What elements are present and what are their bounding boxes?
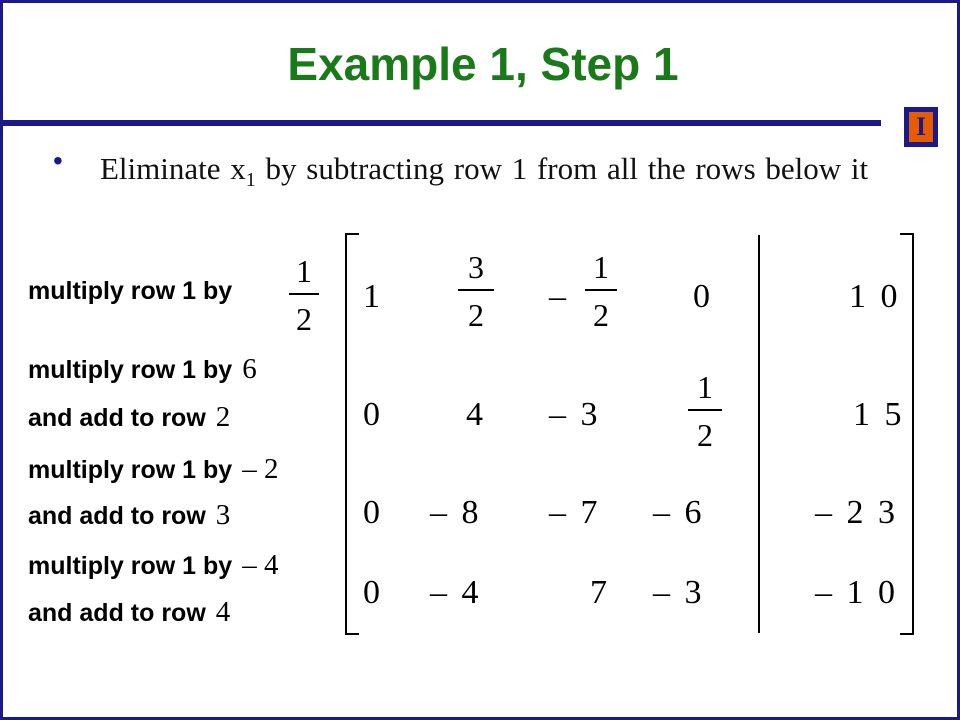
- frac-den: 2: [593, 297, 609, 333]
- op3-label: multiply row 1 by: [28, 456, 233, 484]
- matrix-cell: – 3: [653, 574, 705, 611]
- op4-line1: multiply row 1 by – 4: [28, 551, 278, 580]
- frac-num: 1: [593, 249, 609, 285]
- op1-label: multiply row 1 by: [28, 277, 233, 305]
- op2-label: multiply row 1 by: [28, 356, 233, 384]
- matrix-cell: – 8: [430, 494, 482, 531]
- op4-row: 4: [215, 596, 231, 628]
- bullet-text: Eliminate x1 by subtracting row 1 from a…: [100, 148, 870, 190]
- augment-divider: [758, 235, 760, 633]
- op2-row: 2: [215, 401, 231, 433]
- op2-add-label: and add to row: [28, 404, 206, 432]
- matrix-cell: 0: [363, 396, 383, 433]
- fraction-bar: [458, 289, 494, 291]
- slide-title: Example 1, Step 1: [287, 38, 679, 90]
- frac-den: 2: [468, 297, 484, 333]
- matrix-rhs: – 2 3: [815, 494, 898, 531]
- matrix-cell: 0: [693, 278, 713, 315]
- bullet-subscript: 1: [245, 169, 256, 192]
- title-divider: [3, 120, 881, 126]
- op2-factor: 6: [242, 353, 257, 385]
- matrix-rhs: 1 0: [849, 278, 901, 315]
- bullet-text-start: Eliminate x: [100, 151, 246, 186]
- fraction-bar: [688, 409, 722, 411]
- right-bracket: [900, 233, 914, 635]
- op4-line2: and add to row 4: [28, 598, 230, 627]
- matrix-fraction: 1 2: [688, 371, 722, 451]
- op3-add-label: and add to row: [28, 502, 206, 530]
- op1-fraction: 1 2: [289, 255, 319, 335]
- matrix-cell-sign: –: [549, 278, 569, 315]
- matrix-fraction: 3 2: [458, 251, 494, 331]
- matrix-cell: 1: [363, 278, 383, 315]
- matrix-rhs: 1 5: [853, 396, 905, 433]
- matrix-cell: 0: [363, 574, 383, 611]
- matrix-cell: 0: [363, 494, 383, 531]
- matrix-cell: – 7: [549, 494, 601, 531]
- op3-row: 3: [215, 499, 231, 531]
- matrix-fraction: 1 2: [585, 251, 617, 331]
- matrix-cell: 7: [590, 574, 610, 611]
- op4-factor: – 4: [242, 549, 279, 581]
- op2-line1: multiply row 1 by 6: [28, 355, 257, 384]
- op3-line1: multiply row 1 by – 2: [28, 455, 278, 484]
- frac-den: 2: [697, 417, 713, 453]
- left-bracket: [345, 233, 359, 635]
- fraction-bar: [585, 289, 617, 291]
- bullet-text-end: by subtracting row 1 from all the rows b…: [255, 151, 869, 186]
- matrix-cell: – 4: [430, 574, 482, 611]
- matrix-cell: – 3: [549, 396, 601, 433]
- op2-line2: and add to row 2: [28, 403, 230, 432]
- matrix-cell: – 6: [653, 494, 705, 531]
- university-logo-icon: I: [904, 107, 938, 147]
- op3-factor: – 2: [242, 453, 279, 485]
- fraction-bar: [289, 293, 319, 295]
- op4-label: multiply row 1 by: [28, 552, 233, 580]
- op4-add-label: and add to row: [28, 599, 206, 627]
- matrix-cell: 4: [466, 396, 486, 433]
- frac-num: 3: [468, 249, 484, 285]
- op1-frac-num: 1: [296, 253, 312, 289]
- bullet-icon: •: [53, 145, 63, 176]
- op1-frac-den: 2: [296, 301, 312, 337]
- logo-letter: I: [915, 112, 927, 141]
- matrix-rhs: – 1 0: [815, 574, 898, 611]
- op3-line2: and add to row 3: [28, 501, 230, 530]
- frac-num: 1: [697, 369, 713, 405]
